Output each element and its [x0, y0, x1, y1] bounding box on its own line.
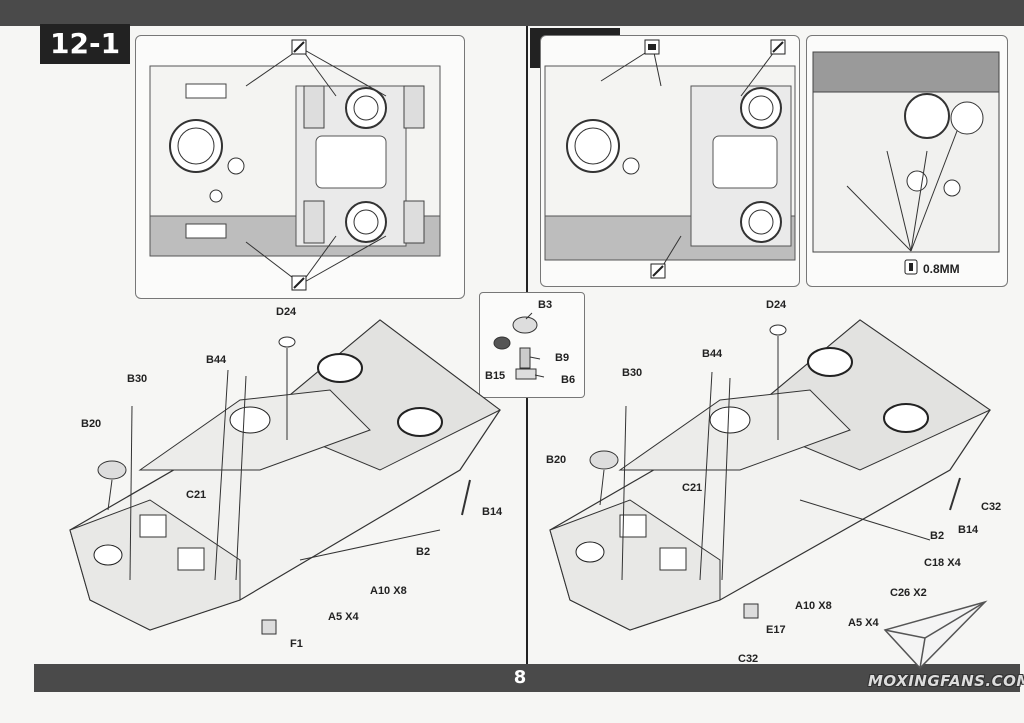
part-label-right-c18: C18 X4	[924, 557, 961, 569]
part-label-left-f1: F1	[290, 638, 303, 650]
part-label-right-e17: E17	[766, 624, 786, 636]
part-label-right-b20: B20	[546, 454, 567, 466]
part-label-right-c32-bottom: C32	[738, 653, 759, 665]
top-bar	[0, 0, 1024, 26]
part-label-right-c21: C21	[682, 482, 703, 494]
paper-plane-logo-icon	[883, 600, 988, 670]
underside-detail-drawing	[812, 51, 1000, 275]
underside-detail-panel: 0.8MM	[806, 35, 1008, 287]
part-label-sub-b6: B6	[561, 374, 576, 386]
top-view-panel-12-1	[135, 35, 465, 299]
part-label-left-b20: B20	[81, 418, 102, 430]
hull-top-view-12-1	[149, 39, 441, 291]
bottom-bar	[34, 664, 1020, 692]
hull-top-view-12-2	[544, 39, 796, 279]
part-label-sub-b15: B15	[485, 370, 506, 382]
part-label-right-b14: B14	[958, 524, 979, 536]
part-label-right-d24: D24	[766, 299, 787, 311]
watermark-text: MOXINGFANS.COM	[868, 672, 1024, 690]
part-label-right-b44: B44	[702, 348, 723, 360]
part-label-right-b30: B30	[622, 367, 643, 379]
page-number: 8	[513, 667, 527, 688]
part-label-right-a10: A10 X8	[795, 600, 832, 612]
part-label-left-b44: B44	[206, 354, 227, 366]
part-label-left-a10: A10 X8	[370, 585, 407, 597]
part-label-sub-b9: B9	[555, 352, 570, 364]
part-label-left-a5: A5 X4	[328, 611, 359, 623]
part-label-sub-b3: B3	[538, 299, 553, 311]
top-view-panel-12-2	[540, 35, 800, 287]
part-label-right-a5: A5 X4	[848, 617, 879, 629]
part-label-left-b14: B14	[482, 506, 503, 518]
part-label-right-c32-top: C32	[981, 501, 1002, 513]
step-12-1-label: 12-1	[40, 24, 131, 64]
part-label-left-b30: B30	[127, 373, 148, 385]
part-label-left-b2: B2	[416, 546, 431, 558]
part-label-left-d24: D24	[276, 306, 297, 318]
part-label-right-b2: B2	[930, 530, 945, 542]
part-label-right-c26: C26 X2	[890, 587, 927, 599]
part-label-left-c21: C21	[186, 489, 207, 501]
drill-size-label: 0.8MM	[923, 262, 960, 276]
